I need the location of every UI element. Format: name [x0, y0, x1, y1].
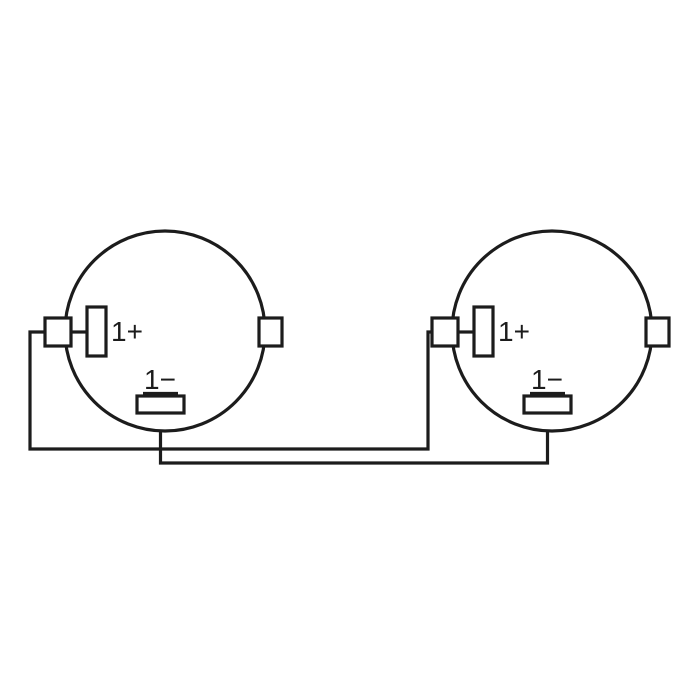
wire-plus-to-plus: [28, 330, 432, 451]
connector-left-pin-minus-terminal: [135, 394, 186, 415]
connector-right-pin-minus-label: 1−: [531, 364, 563, 395]
connector-left-pin-plus-terminal: [85, 305, 108, 358]
connector-left-pin-plus-label: 1+: [111, 316, 143, 347]
connector-left-tab-right: [257, 316, 284, 348]
connector-right-pin-plus-terminal: [472, 305, 495, 358]
connector-right-pin-plus-label: 1+: [498, 316, 530, 347]
connector-right-tab-right: [644, 316, 671, 348]
connector-right: 1+ 1−: [430, 229, 671, 433]
connector-left: 1+ 1−: [43, 229, 284, 433]
wire-minus-to-minus: [158, 412, 550, 465]
connector-right-tab-left: [430, 316, 460, 348]
connector-left-pin-minus-label: 1−: [144, 364, 176, 395]
connector-right-pin-minus-terminal: [522, 394, 573, 415]
connector-left-tab-left: [43, 316, 73, 348]
